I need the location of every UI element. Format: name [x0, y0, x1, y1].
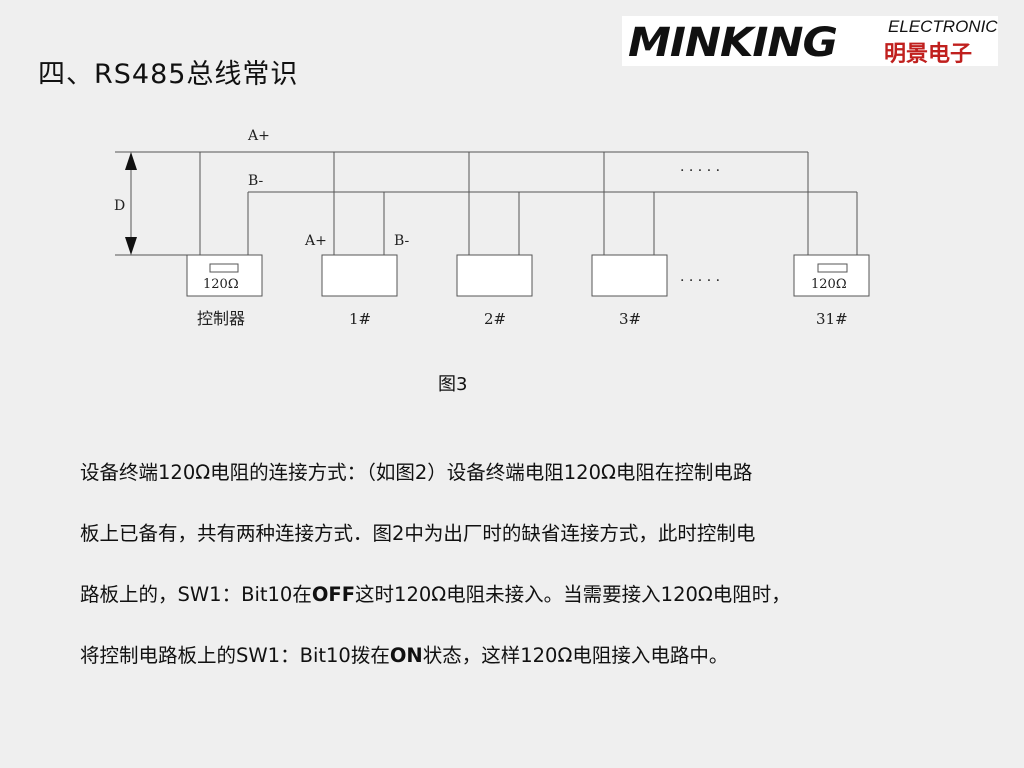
text-segment: 这时120Ω电阻未接入。当需要接入120Ω电阻时，	[355, 583, 791, 606]
paragraph-line: 设备终端120Ω电阻的连接方式：（如图2）设备终端电阻120Ω电阻在控制电路	[80, 461, 753, 484]
description-paragraph: 设备终端120Ω电阻的连接方式：（如图2）设备终端电阻120Ω电阻在控制电路 板…	[80, 442, 970, 686]
node-2-box	[456, 254, 533, 297]
on-state-text: ON	[389, 644, 423, 667]
node-b-label: B-	[394, 233, 410, 249]
logo-chinese-name: 明景电子	[884, 42, 973, 67]
rs485-bus-diagram: A+ B- D A+ B- · · · · · · · · · · 120Ω 1…	[114, 128, 870, 328]
paragraph-line: 板上已备有，共有两种连接方式．图2中为出厂时的缺省连接方式，此时控制电	[80, 522, 756, 545]
page-title: 四、RS485总线常识	[38, 59, 299, 90]
controller-resistor	[209, 263, 239, 273]
text-segment: 状态，这样120Ω电阻接入电路中。	[422, 644, 729, 667]
bus-a-label: A+	[247, 128, 270, 144]
text-segment: 路板上的，SW1：Bit10在	[80, 583, 312, 606]
controller-resistor-value: 120Ω	[203, 277, 239, 292]
paragraph-line: 将控制电路板上的SW1：Bit10拨在ON状态，这样120Ω电阻接入电路中。	[80, 625, 970, 686]
dimension-arrow-down	[125, 237, 137, 255]
dimension-label: D	[114, 198, 125, 214]
off-state-text: OFF	[311, 583, 356, 606]
node-label-3: 3#	[619, 310, 641, 328]
node-label-1: 1#	[349, 310, 371, 328]
company-logo: MINKING ELECTRONIC 明景电子	[622, 16, 998, 67]
text-segment: 将控制电路板上的SW1：Bit10拨在	[80, 644, 390, 667]
node-label-2: 2#	[484, 310, 506, 328]
logo-subtitle: ELECTRONIC	[888, 17, 998, 36]
node-31-resistor-value: 120Ω	[811, 277, 847, 292]
dots-top: · · · · ·	[680, 163, 720, 179]
paragraph-line: 路板上的，SW1：Bit10在OFF这时120Ω电阻未接入。当需要接入120Ω电…	[80, 564, 970, 625]
node-31-resistor	[817, 263, 848, 273]
dots-bottom: · · · · ·	[680, 273, 720, 289]
node-a-label: A+	[304, 233, 327, 249]
node-3-box	[591, 254, 668, 297]
node-1-box	[321, 254, 398, 297]
dimension-arrow-up	[125, 152, 137, 170]
node-label-31: 31#	[816, 310, 848, 328]
node-31-box	[793, 254, 870, 297]
logo-wordmark: MINKING	[628, 20, 838, 66]
bus-b-label: B-	[248, 173, 264, 189]
figure-caption: 图3	[438, 374, 468, 395]
node-label-controller: 控制器	[197, 309, 245, 328]
controller-box	[186, 254, 263, 297]
